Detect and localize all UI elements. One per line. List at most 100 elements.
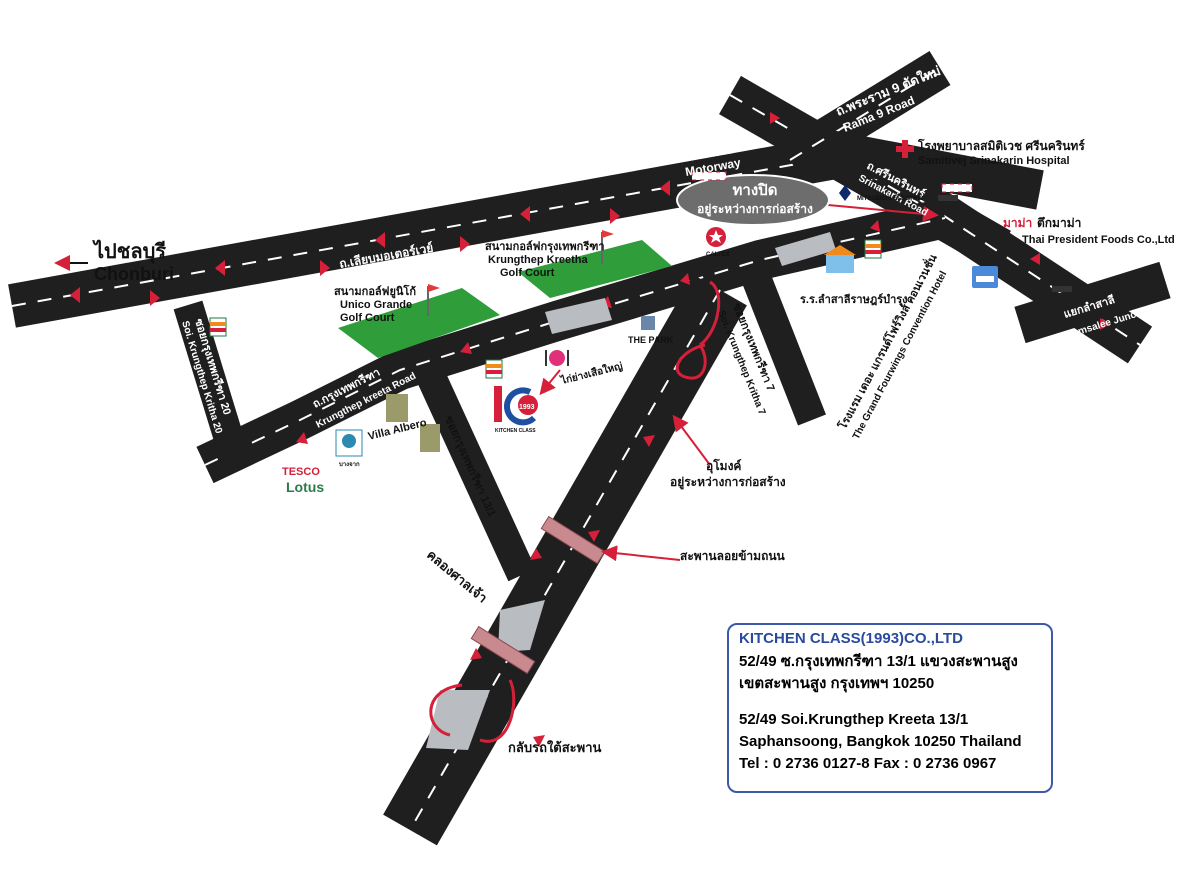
uturn-loops bbox=[429, 280, 721, 743]
contact-line: Tel : 0 2736 0127-8 Fax : 0 2736 0967 bbox=[739, 755, 997, 772]
tunnel-th2: อยู่ระหว่างการก่อสร้าง bbox=[670, 475, 786, 490]
footbridge-lower bbox=[470, 625, 536, 675]
traffic-arrow bbox=[643, 435, 655, 447]
bridges bbox=[426, 232, 836, 750]
traffic-arrow bbox=[660, 180, 670, 196]
seven-eleven-icon bbox=[209, 317, 227, 337]
traffic-arrow bbox=[530, 548, 542, 560]
to-chonburi-th: ไปชลบุรี bbox=[92, 239, 166, 264]
kc-logo-text: KITCHEN CLASS bbox=[495, 428, 536, 434]
villa-albero-sign-icon bbox=[420, 424, 440, 452]
kitchen-class-logo bbox=[494, 386, 538, 426]
tunnel-route bbox=[699, 280, 721, 347]
golf-flag-icon bbox=[602, 230, 614, 238]
overpass-th: สะพานลอยข้ามถนน bbox=[680, 549, 786, 563]
lotus-label: Lotus bbox=[286, 479, 324, 495]
traffic-arrow bbox=[460, 342, 472, 354]
barrier-icon bbox=[941, 183, 973, 193]
golf1-th: สนามกอล์ฟยูนิโก้ bbox=[334, 284, 416, 299]
address-th-line2: เขตสะพานสูง กรุงเทพฯ 10250 bbox=[739, 675, 935, 692]
tunnel-th1: อุโมงค์ bbox=[706, 458, 741, 474]
traffic-arrow bbox=[150, 290, 160, 306]
traffic-arrow bbox=[296, 432, 308, 444]
address-th-line1: 52/49 ซ.กรุงเทพกรีฑา 13/1 แขวงสะพานสูง bbox=[739, 653, 1018, 670]
golf-flag-icon bbox=[428, 284, 440, 292]
mitsubishi-logo-icon bbox=[839, 185, 851, 201]
barrier-icon bbox=[691, 171, 727, 181]
traffic-arrow bbox=[470, 648, 482, 660]
golf1-en2: Golf Court bbox=[340, 312, 395, 324]
closed-road-line2: อยู่ระหว่างการก่อสร้าง bbox=[697, 202, 813, 217]
soi7-road bbox=[741, 269, 826, 426]
the-park-icon bbox=[641, 316, 655, 330]
kc-location-arrow bbox=[539, 369, 561, 396]
traffic-arrow bbox=[680, 273, 690, 285]
closed-road-box bbox=[676, 174, 830, 226]
traffic-arrow bbox=[610, 208, 620, 224]
closed-road-callout: ทางปิด อยู่ระหว่างการก่อสร้าง bbox=[676, 171, 973, 226]
seven-eleven-icon bbox=[485, 359, 503, 379]
mitsubishi-label: MITSUBISHI ELECTRIC bbox=[857, 196, 924, 202]
golf1-en1: Unico Grande bbox=[340, 299, 412, 311]
tunnel-loop bbox=[675, 343, 707, 380]
villa-albero-sign-icon bbox=[386, 394, 408, 422]
motorway-lane bbox=[11, 157, 831, 307]
traffic-arrow bbox=[375, 232, 385, 248]
bank-logo-mark bbox=[342, 434, 356, 448]
company-info-box: KITCHEN CLASS(1993)CO.,LTD 52/49 ซ.กรุงเ… bbox=[727, 623, 1053, 793]
canal-th: คลองศาลเจ้า bbox=[424, 547, 490, 606]
traffic-arrow bbox=[520, 206, 530, 222]
to-chonburi-en: Chonburi bbox=[94, 264, 174, 284]
hospital-th: โรงพยาบาลสมิติเวช ศรีนครินทร์ bbox=[917, 138, 1085, 153]
soi20-road bbox=[173, 300, 251, 467]
traffic-arrow bbox=[1030, 253, 1040, 265]
golf2-th: สนามกอล์ฟกรุงเทพกรีฑา bbox=[485, 240, 605, 254]
tpf-en: Thai President Foods Co.,Ltd bbox=[1022, 234, 1175, 246]
traffic-light-icon bbox=[938, 195, 958, 201]
closed-road-arrow bbox=[827, 204, 939, 222]
traffic-arrow bbox=[70, 287, 80, 303]
callout-arrows bbox=[539, 204, 939, 562]
traffic-arrow bbox=[870, 220, 880, 232]
overpass-arrow bbox=[601, 545, 681, 562]
traffic-arrow bbox=[215, 260, 225, 276]
closed-road-line1: ทางปิด bbox=[733, 181, 778, 199]
school-icon bbox=[824, 245, 856, 273]
soi13-road bbox=[414, 363, 536, 582]
company-name: KITCHEN CLASS(1993)CO.,LTD bbox=[739, 630, 963, 647]
hospital-cross-icon bbox=[896, 140, 914, 158]
poi-icons bbox=[209, 140, 1072, 457]
caltex-star-icon bbox=[709, 230, 723, 243]
bridge-kk bbox=[545, 298, 612, 334]
traffic-arrows bbox=[70, 112, 1110, 747]
hotel-th: โรงแรม เดอะ แกรนด์โฟร์วิงส์ คอนเวนชั่น bbox=[834, 251, 940, 433]
golf2-en2: Golf Court bbox=[500, 267, 555, 279]
traffic-arrow bbox=[460, 236, 470, 252]
bridge-canal bbox=[498, 600, 545, 652]
bridge-uturn bbox=[426, 690, 490, 750]
rama9-upper-lane bbox=[789, 67, 941, 161]
bank-label: บางจาก bbox=[339, 461, 360, 468]
golf2-en1: Krungthep Kreetha bbox=[488, 254, 589, 266]
traffic-arrow bbox=[320, 260, 330, 276]
the-park-label: THE PARK bbox=[628, 335, 674, 345]
footbridge-upper bbox=[540, 515, 606, 565]
uturn-bridge-loop bbox=[429, 679, 516, 743]
hotel-bed-icon bbox=[972, 266, 998, 288]
tpf-logo: มาม่า bbox=[1003, 216, 1032, 230]
school-label: ร.ร.ลำสาลีราษฎร์บำรุง bbox=[800, 293, 908, 307]
traffic-arrow bbox=[770, 112, 780, 124]
golf-courts bbox=[338, 230, 672, 358]
restaurant-plate-icon bbox=[549, 350, 565, 366]
caltex-label: CALTEX bbox=[706, 252, 730, 258]
golf-court-unico bbox=[338, 288, 500, 358]
tpf-th: ตึกมาม่า bbox=[1037, 216, 1081, 230]
uturn-th: กลับรถใต้สะพาน bbox=[508, 739, 602, 755]
bridge-srinakarin bbox=[775, 232, 836, 266]
tunnel-arrow bbox=[672, 414, 711, 466]
seven-eleven-icon bbox=[864, 239, 882, 259]
hospital-en: Samitivej Srinakarin Hospital bbox=[918, 155, 1070, 167]
address-en-line1: 52/49 Soi.Krungthep Kreeta 13/1 bbox=[739, 711, 969, 728]
traffic-arrow bbox=[588, 530, 600, 542]
